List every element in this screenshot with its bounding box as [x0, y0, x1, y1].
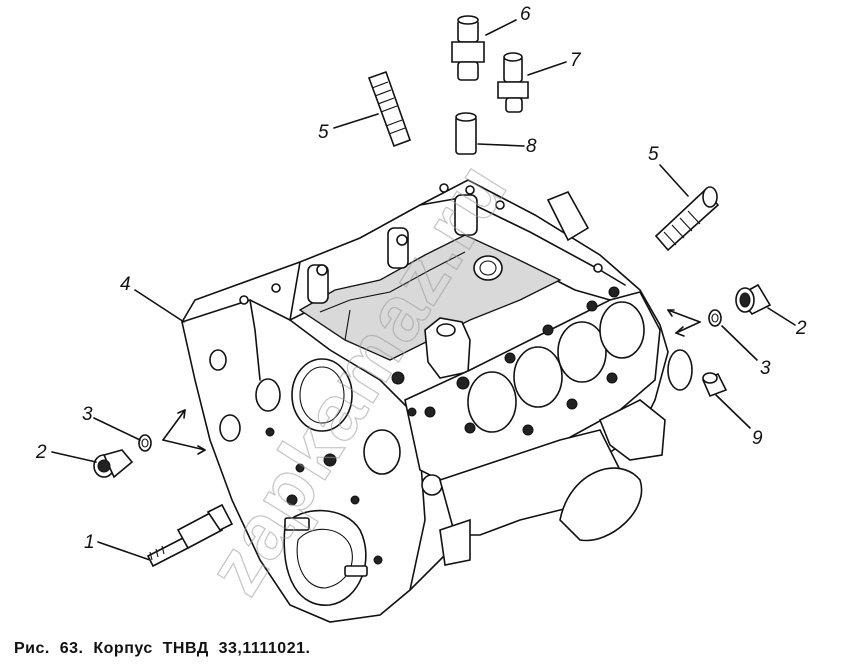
callout-5-right: 5: [648, 144, 659, 165]
callout-5-upper: 5: [318, 122, 329, 143]
part-3-washer-left: [138, 434, 152, 452]
callout-1: 1: [84, 532, 95, 553]
part-8-bushing: [455, 112, 477, 155]
callout-2-left: 2: [35, 442, 47, 463]
part-3-washer-right: [708, 309, 722, 327]
callout-3-right: 3: [760, 358, 771, 379]
callout-9: 9: [752, 428, 763, 449]
figure-caption: Рис. 63. Корпус ТНВД 33,1111021.: [14, 640, 311, 657]
part-5-stud-upper: [367, 70, 412, 148]
part-9-sleeve: [701, 372, 728, 398]
callout-3-left: 3: [82, 404, 93, 425]
callout-4: 4: [120, 274, 131, 295]
part-6-pin: [451, 15, 485, 81]
part-5-stud-right: [654, 186, 720, 252]
part-7-pin: [497, 52, 529, 113]
callout-6: 6: [520, 4, 531, 25]
leader-lines: [51, 19, 796, 561]
pump-housing-body: [181, 179, 693, 623]
part-1-drive-shaft: [146, 503, 234, 568]
part-2-plug-right: [735, 283, 772, 316]
callout-labels: 1 2 2 3 3 4 5 5 6 7 8 9: [35, 4, 807, 553]
callout-8: 8: [526, 136, 537, 157]
callout-7: 7: [570, 50, 582, 71]
part-2-plug-left: [93, 449, 134, 479]
callout-2-right: 2: [795, 318, 807, 339]
